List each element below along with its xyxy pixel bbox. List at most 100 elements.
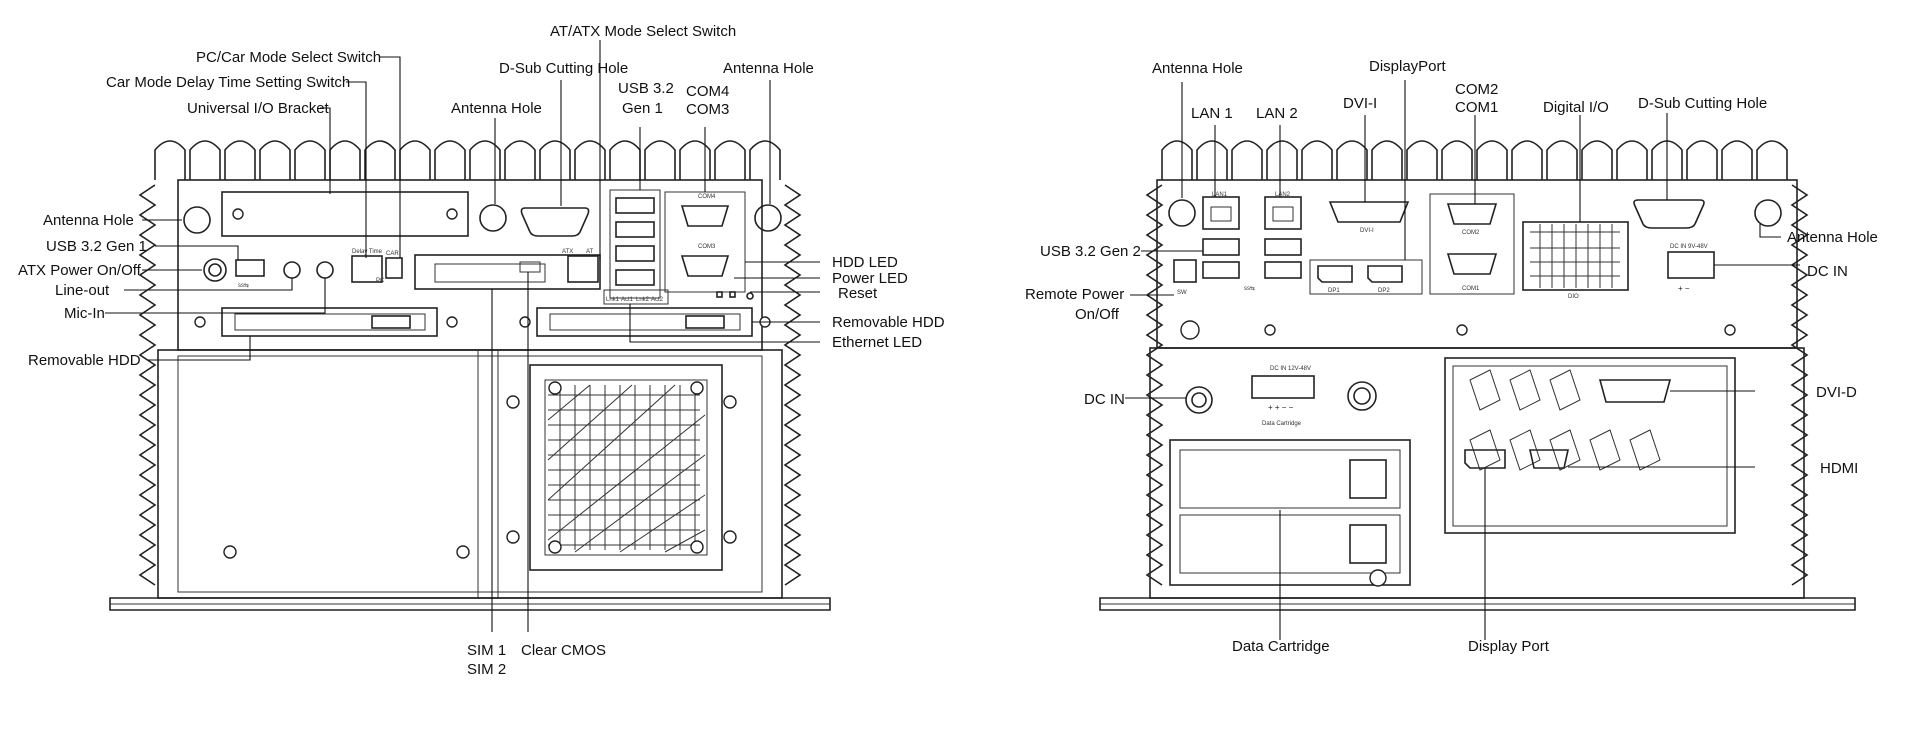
antenna-hole-icon xyxy=(754,204,782,232)
car-silkscreen: CAR xyxy=(386,251,399,257)
screw xyxy=(723,395,737,409)
label-dc-in-right: DC IN xyxy=(1807,263,1848,280)
label-display-port-bottom: Display Port xyxy=(1468,638,1550,655)
label-atx-power: ATX Power On/Off xyxy=(18,262,142,279)
front-side-fins xyxy=(138,184,802,586)
universal-io-bracket xyxy=(221,191,469,237)
label-dvi-i: DVI-I xyxy=(1343,95,1377,112)
label-lan2: LAN 2 xyxy=(1256,105,1298,122)
lan-led-silkscreen: Act2 xyxy=(651,297,664,303)
com-area xyxy=(664,191,746,293)
screw xyxy=(223,545,237,559)
lan1-port-icon xyxy=(1202,196,1240,230)
label-dsub-cutting-hole-rear: D-Sub Cutting Hole xyxy=(1638,95,1767,112)
lan2-silkscreen: LAN2 xyxy=(1275,192,1291,198)
removable-hdd-bay-left xyxy=(221,307,438,337)
lan-led-silkscreen: Act1 xyxy=(621,297,634,303)
delay-silkscreen: Delay Time xyxy=(352,249,383,255)
front-panel: ss⇆ Delay Time CAR PC ATX AT Lnk1 Act1 L… xyxy=(109,140,831,611)
delay-time-switch-icon xyxy=(351,255,383,283)
displayport-port-icon xyxy=(1464,449,1506,469)
rear-panel: LAN1 LAN2 DVI-I COM2 COM1 DIO DC IN 9V-4… xyxy=(1099,140,1856,611)
com1-port-icon xyxy=(1446,253,1498,275)
screw xyxy=(506,530,520,544)
front-lower-chassis xyxy=(157,349,783,599)
ground-screw-icon xyxy=(1180,320,1200,340)
dc-in-terminal-icon xyxy=(1667,251,1715,279)
com2-silkscreen: COM2 xyxy=(1462,230,1480,236)
usb-port-icon xyxy=(615,197,655,214)
dsub-cutting-hole-icon xyxy=(520,207,590,237)
com4-silkscreen: COM4 xyxy=(698,194,716,200)
front-heatsink-fins xyxy=(154,140,781,180)
reset-button-icon xyxy=(746,292,754,300)
remote-power-switch-icon xyxy=(1173,259,1197,283)
lan-led-silkscreen: Lnk2 xyxy=(636,297,650,303)
label-reset: Reset xyxy=(838,285,878,302)
mic-in-jack-icon xyxy=(316,261,334,279)
rear-lower-chassis xyxy=(1149,347,1805,599)
com3-port-icon xyxy=(680,255,730,277)
label-lan1: LAN 1 xyxy=(1191,105,1233,122)
antenna-hole-icon xyxy=(1754,199,1782,227)
fan-grill xyxy=(529,364,723,571)
label-com1: COM1 xyxy=(1455,99,1498,116)
dvi-silkscreen: DVI-I xyxy=(1360,228,1374,234)
screw xyxy=(506,395,520,409)
power-led-icon xyxy=(729,291,736,298)
cartridge-lock-icon xyxy=(1347,381,1377,411)
label-line-out: Line-out xyxy=(55,282,110,299)
usb-port-icon xyxy=(1264,261,1302,279)
dc-in-cartridge-terminal-icon xyxy=(1251,375,1315,399)
front-faceplate xyxy=(177,179,763,351)
label-hdmi: HDMI xyxy=(1820,460,1858,477)
hdmi-port-icon xyxy=(1529,449,1569,469)
label-removable-hdd-right: Removable HDD xyxy=(832,314,945,331)
com1-silkscreen: COM1 xyxy=(1462,286,1480,292)
usb-port-icon xyxy=(1264,238,1302,256)
antenna-hole-icon xyxy=(183,206,211,234)
rear-labels: Antenna Hole LAN 1 LAN 2 DVI-I DisplayPo… xyxy=(1025,58,1878,655)
gpu-card xyxy=(1444,357,1736,534)
usb-port-icon xyxy=(1202,261,1240,279)
front-leader-lines xyxy=(105,40,820,632)
label-data-cartridge: Data Cartridge xyxy=(1232,638,1330,655)
usb-port-icon xyxy=(235,259,265,277)
usb-silkscreen: ss⇆ xyxy=(1244,285,1255,292)
lan1-silkscreen: LAN1 xyxy=(1212,192,1228,198)
com4-port-icon xyxy=(680,205,730,227)
line-out-jack-icon xyxy=(283,261,301,279)
dvi-i-port-icon xyxy=(1328,201,1410,223)
lan2-port-icon xyxy=(1264,196,1302,230)
label-sim1: SIM 1 xyxy=(467,642,506,659)
at-silkscreen: AT xyxy=(586,249,594,255)
atx-silkscreen: ATX xyxy=(562,249,573,255)
label-remote-power: Remote Power xyxy=(1025,286,1124,303)
label-digital-io: Digital I/O xyxy=(1543,99,1609,116)
label-hdd-led: HDD LED xyxy=(832,254,898,271)
label-at-atx-switch: AT/ATX Mode Select Switch xyxy=(550,23,736,40)
label-dc-in-left: DC IN xyxy=(1084,391,1125,408)
label-displayport-top: DisplayPort xyxy=(1369,58,1447,75)
label-sim2: SIM 2 xyxy=(467,661,506,678)
label-com3: COM3 xyxy=(686,101,729,118)
label-antenna-hole-left-rear: Antenna Hole xyxy=(1152,60,1243,77)
screw xyxy=(723,530,737,544)
com-area-rear xyxy=(1429,193,1515,295)
dvi-d-port-icon xyxy=(1598,379,1672,403)
dp1-silkscreen: DP1 xyxy=(1328,288,1340,294)
sw-silkscreen: SW xyxy=(1177,290,1187,296)
hdd-led-icon xyxy=(716,291,723,298)
usb-port-icon xyxy=(615,221,655,238)
label-antenna-hole-right-rear: Antenna Hole xyxy=(1787,229,1878,246)
label-com2: COM2 xyxy=(1455,81,1498,98)
label-dsub-cutting-hole: D-Sub Cutting Hole xyxy=(499,60,628,77)
pc-car-switch-icon xyxy=(385,257,403,279)
label-ethernet-led: Ethernet LED xyxy=(832,334,922,351)
dp-area xyxy=(1309,259,1423,295)
label-usb32-gen2: USB 3.2 Gen 2 xyxy=(1040,243,1141,260)
data-cartridge xyxy=(1169,439,1411,586)
rear-leader-lines xyxy=(1125,80,1800,640)
dp2-silkscreen: DP2 xyxy=(1378,288,1390,294)
label-usb32-gen1: USB 3.2 xyxy=(618,80,674,97)
